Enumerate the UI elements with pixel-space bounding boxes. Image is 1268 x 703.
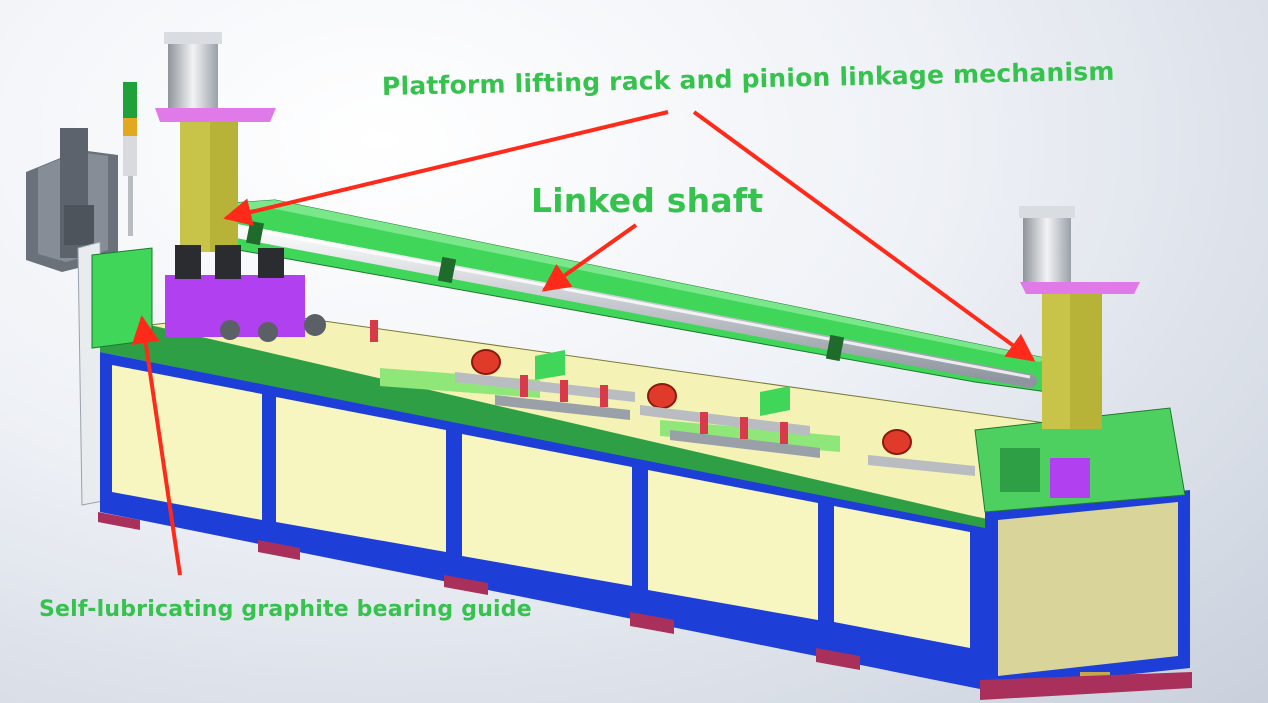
callout-arrows (131, 110, 1036, 576)
signal-tower (123, 82, 137, 236)
arrow-bearing (131, 315, 182, 576)
linked-shaft-graphic (203, 219, 1037, 388)
callout-linked-shaft: Linked shaft (531, 181, 764, 220)
feet (98, 512, 1192, 700)
arrow-platform-right (692, 110, 1036, 362)
left-lift-column (155, 32, 276, 252)
left-drive-block (91, 245, 326, 349)
control-box (26, 128, 118, 272)
arrow-shaft (541, 223, 638, 292)
arrow-platform-left (223, 110, 669, 226)
callout-graphite-bearing: Self-lubricating graphite bearing guide (39, 597, 532, 622)
base-frame (100, 352, 985, 690)
right-lift-column (1019, 206, 1140, 429)
right-end-cabinet (974, 407, 1190, 692)
fixtures (370, 320, 975, 476)
